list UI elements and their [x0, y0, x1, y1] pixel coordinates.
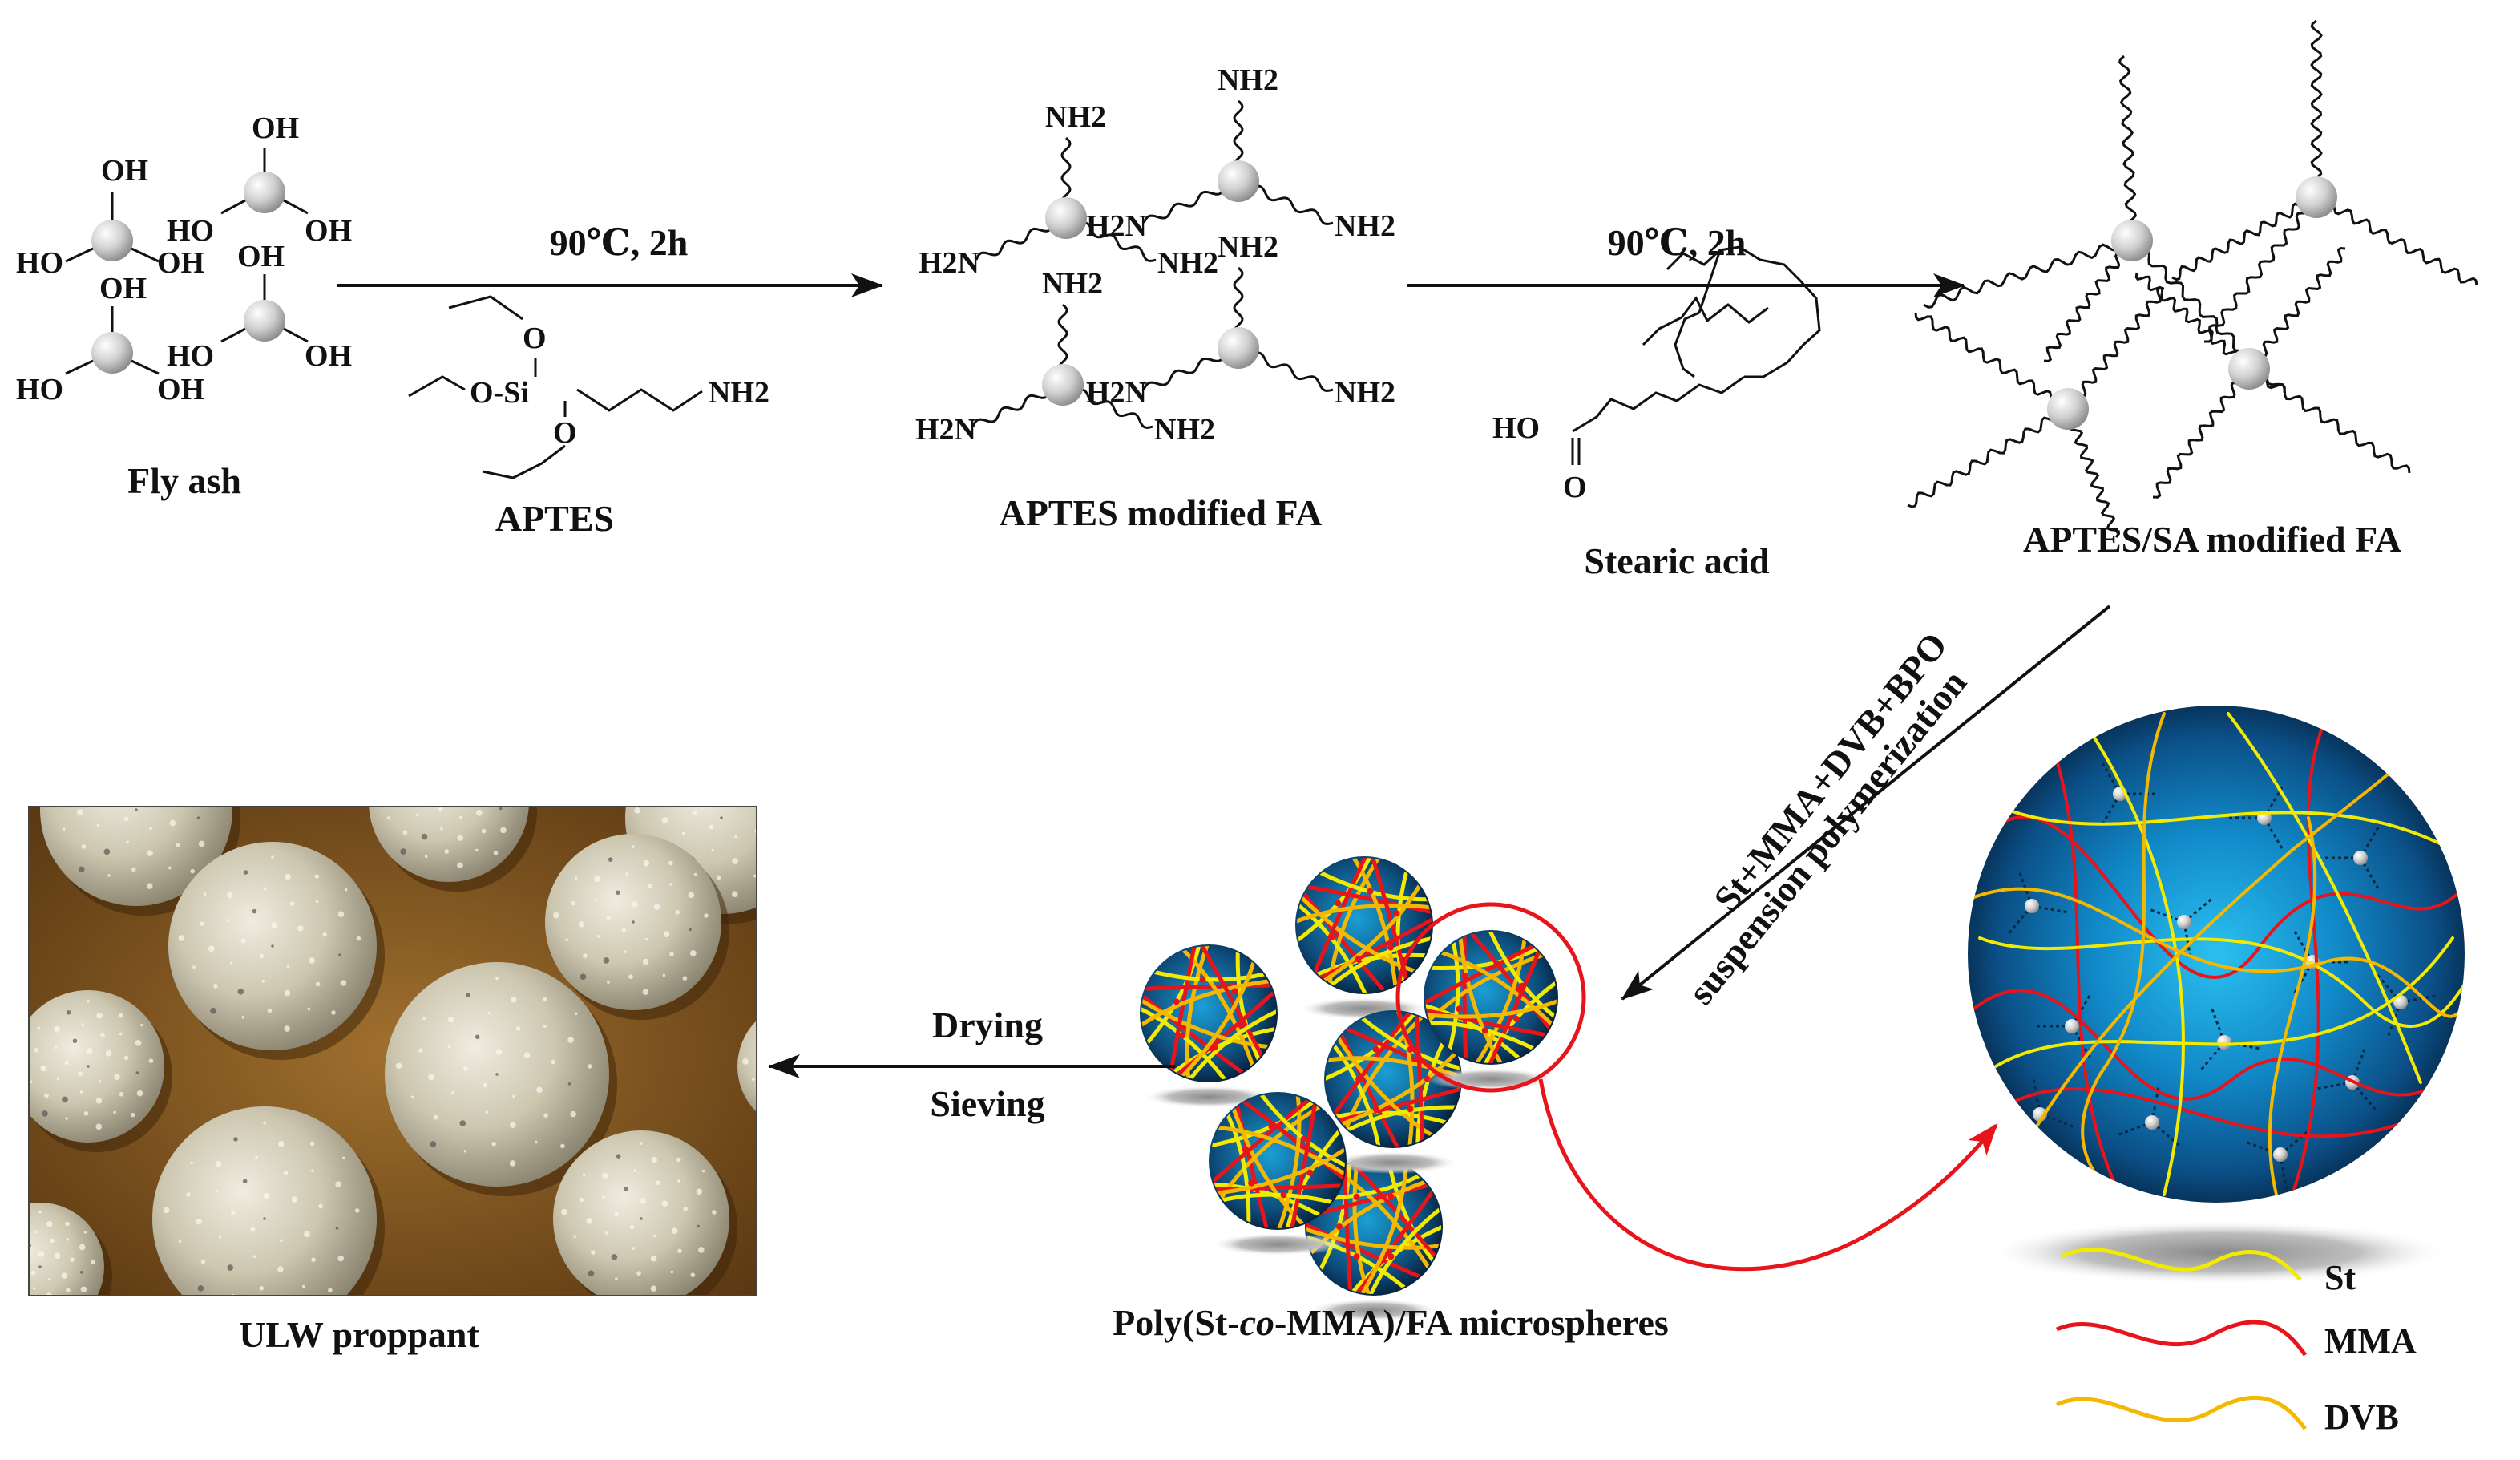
legend-item-mma: MMA: [2056, 1320, 2417, 1361]
proppant-grain: [168, 842, 385, 1060]
proppant-grain: [369, 807, 537, 892]
ulw-proppant-label: ULW proppant: [239, 1314, 479, 1355]
amine-rev-label: H2N: [919, 246, 979, 280]
legend-item-dvb: DVB: [2055, 1395, 2399, 1437]
step4-line2: Sieving: [930, 1083, 1044, 1124]
zoom-circle: [1395, 902, 1586, 1093]
fa-group: OH: [237, 240, 285, 273]
zoom-arrow: [1538, 1078, 1998, 1272]
step1-condition: 90℃, 2h: [550, 222, 689, 263]
sa-fa-particle: [2134, 246, 2411, 499]
proppant-grain: [29, 1203, 112, 1296]
microspheres-label: Poly(St-co-MMA)/FA microspheres: [1113, 1302, 1669, 1343]
aptes-nh2: NH2: [709, 376, 769, 410]
fa-group: OH: [157, 246, 204, 280]
amine-rev-label: H2N: [1086, 376, 1147, 410]
fa-group: HO: [16, 373, 63, 406]
legend-label-dvb: DVB: [2324, 1397, 2399, 1437]
fly-ash-particle: OH HO OH: [16, 154, 204, 280]
step3-line1: St+MMA+DVB+BPO: [1706, 625, 1955, 919]
amine-label: NH2: [1218, 63, 1278, 97]
step1-arrow-group: 90℃, 2h O O-Si O NH2 APTES: [337, 222, 883, 539]
sa-fa-particle: [1907, 286, 2165, 538]
legend: St MMA DVB: [2055, 1248, 2417, 1437]
microsphere: [1305, 1158, 1443, 1321]
amine-rev-label: H2N: [1086, 209, 1147, 243]
fa-group: OH: [305, 214, 352, 248]
stearic-acid-label: Stearic acid: [1584, 540, 1770, 581]
fa-group: OH: [157, 373, 204, 406]
microsphere: [1424, 930, 1558, 1090]
aptes-o-top: O: [523, 322, 547, 355]
microsphere: [1209, 1092, 1347, 1256]
proppant-grain: [29, 990, 172, 1152]
microspheres-cluster: Poly(St-co-MMA)/FA microspheres: [1113, 856, 1998, 1343]
sa-fa-particle: [2171, 19, 2478, 343]
sa-o: O: [1563, 471, 1587, 504]
aptes-sa-fa-label: APTES/SA modified FA: [2023, 519, 2401, 560]
fa-group: HO: [167, 214, 214, 248]
amine-label: NH2: [1042, 267, 1103, 301]
proppant-grain: [553, 1130, 737, 1296]
fa-group: HO: [167, 339, 214, 373]
step3-arrow: [1621, 605, 2111, 1001]
aptes-structure: [408, 295, 703, 479]
aptes-o-bottom: O: [553, 416, 577, 450]
step4-arrow-group: Drying Sieving: [768, 1005, 1175, 1124]
fa-group: OH: [252, 111, 299, 145]
aptes-label: APTES: [495, 498, 614, 539]
legend-label-st: St: [2324, 1258, 2356, 1297]
microsphere: [1295, 856, 1433, 1020]
legend-label-mma: MMA: [2324, 1321, 2417, 1361]
proppant-grain: [545, 834, 729, 1020]
step2-condition: 90℃, 2h: [1608, 222, 1747, 263]
fa-group: HO: [16, 246, 63, 280]
amine-label: NH2: [1335, 209, 1395, 243]
fly-ash-particle: OH HO OH: [167, 240, 352, 373]
sa-fa-particle: [1923, 55, 2286, 394]
sa-ho: HO: [1492, 411, 1540, 445]
aptes-sa-fa-structure: APTES/SA modified FA: [1907, 19, 2478, 560]
fa-group: OH: [101, 154, 148, 188]
ulw-proppant-photo: ULW proppant: [28, 806, 757, 1355]
proppant-grain: [737, 1020, 757, 1113]
fa-group: OH: [305, 339, 352, 373]
stearic-acid-structure: [1571, 245, 1821, 465]
amine-rev-label: H2N: [915, 413, 976, 447]
proppant-grain: [385, 962, 617, 1196]
fa-group: OH: [99, 272, 147, 305]
step4-line1: Drying: [932, 1005, 1043, 1045]
aptes-fa-label: APTES modified FA: [1000, 492, 1323, 533]
microsphere: [1140, 944, 1278, 1108]
amine-label: NH2: [1335, 376, 1395, 410]
amine-label: NH2: [1218, 230, 1278, 264]
proppant-grain: [152, 1106, 385, 1296]
amine-label: NH2: [1154, 413, 1215, 447]
fly-ash-particle: OH HO OH: [167, 111, 352, 248]
polymer-network-sphere: [1968, 706, 2465, 1284]
step3-line2: suspension polymerization: [1680, 662, 1974, 1012]
amine-label: NH2: [1157, 246, 1218, 280]
fly-ash-particle: OH HO OH: [16, 272, 204, 406]
step2-arrow-group: 90℃, 2h HO O Stearic acid: [1407, 222, 1965, 581]
aptes-o-si: O-Si: [470, 376, 529, 410]
legend-item-st: St: [2060, 1248, 2356, 1297]
fly-ash-label: Fly ash: [127, 460, 241, 501]
fly-ash-structure: OH HO OH OH HO OH OH HO OH OH: [16, 111, 352, 501]
amine-label: NH2: [1045, 100, 1106, 134]
